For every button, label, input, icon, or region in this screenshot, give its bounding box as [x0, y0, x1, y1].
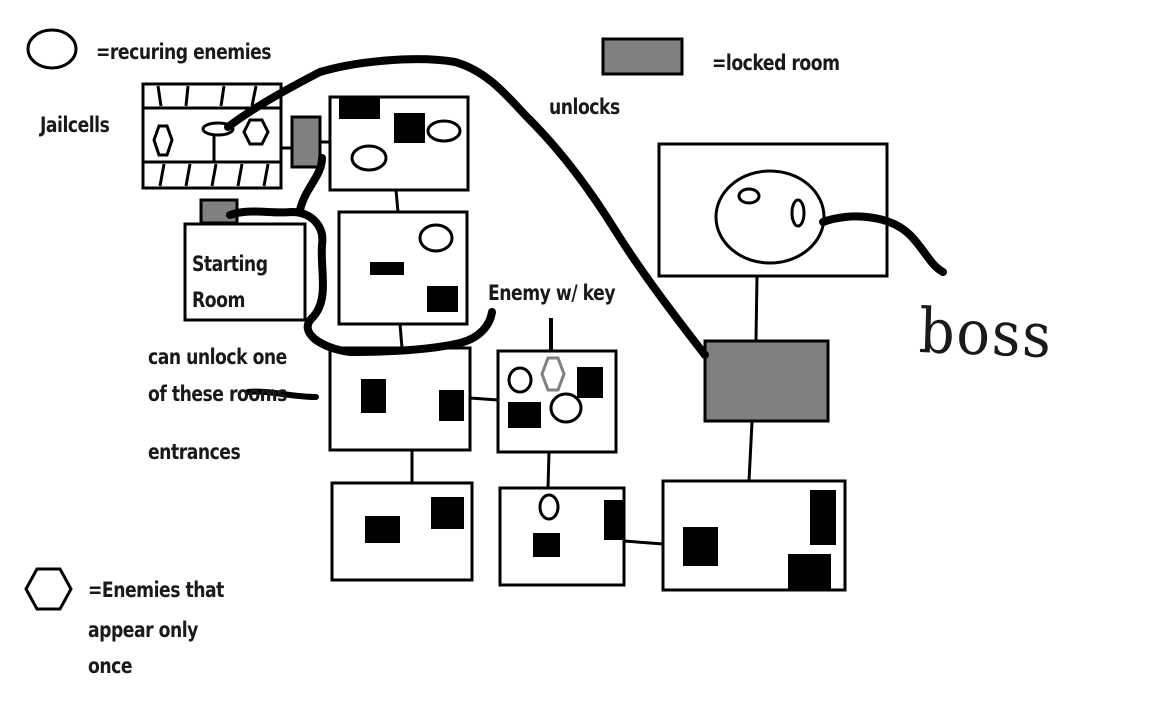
- unlocks-label: unlocks: [549, 95, 620, 119]
- key-enemy-hexagon: [540, 356, 566, 392]
- legend-locked-label: =locked room: [712, 51, 840, 75]
- room-center: [328, 346, 472, 452]
- recurring-enemy-circle: [201, 121, 235, 137]
- recurring-enemy-circle: [418, 223, 454, 253]
- connector-middle-center: [398, 323, 404, 349]
- room-key-enemy: [496, 349, 618, 454]
- boss-enemy-circle: [714, 169, 826, 265]
- legend-once-enemy-hexagon: [24, 567, 73, 611]
- jailcells-room: [141, 82, 283, 190]
- entrance-block: [394, 113, 425, 143]
- entrance-block: [810, 490, 836, 545]
- entrance-block: [788, 554, 831, 590]
- legend-once-label-line2: appear only: [88, 618, 198, 642]
- room-middle: [337, 210, 469, 326]
- connector-keyroom-south: [546, 451, 551, 489]
- recurring-enemy-circle: [538, 493, 560, 521]
- connector-center-keyroom: [469, 396, 499, 402]
- once-enemy-hexagon: [242, 118, 270, 146]
- starting-room-label-line1: Starting: [192, 252, 268, 276]
- recurring-enemy-circle: [426, 119, 462, 143]
- entrance-block: [533, 533, 560, 557]
- legend-recurring-label: =recuring enemies: [96, 40, 272, 64]
- entrance-block: [577, 367, 603, 398]
- legend-once-label-line3: once: [88, 654, 133, 678]
- entrance-block: [427, 286, 458, 312]
- connector-north-middle: [394, 189, 400, 213]
- entrance-block: [365, 516, 400, 543]
- can-unlock-arrow: [245, 388, 319, 400]
- jailcells-label: Jailcells: [40, 113, 110, 137]
- entrance-block: [604, 500, 623, 540]
- legend-locked-room-swatch: [601, 37, 684, 76]
- connector-boss-locked: [754, 275, 759, 341]
- entrance-block: [508, 402, 541, 428]
- connector-south-southeast: [623, 539, 664, 546]
- locked-room: [703, 339, 830, 423]
- boss-pointer-stroke: [819, 212, 947, 276]
- room-connectors: [281, 140, 759, 546]
- can-unlock-label-line1: can unlock one: [148, 345, 287, 369]
- starting-room-label-line2: Room: [192, 288, 245, 312]
- legend-recurring-enemy-circle: [26, 28, 78, 70]
- can-unlock-label-line2: of these rooms: [148, 382, 287, 406]
- locked-door-east-of-jail: [290, 115, 322, 169]
- once-enemy-hexagon: [152, 124, 174, 157]
- recurring-enemy-circle: [350, 144, 388, 172]
- enemy-key-label: Enemy w/ key: [488, 281, 616, 305]
- connector-locked-southeast: [747, 421, 754, 482]
- entrance-block: [431, 497, 464, 529]
- starting-room: [183, 222, 307, 322]
- room-south-east: [661, 479, 847, 592]
- boss-label: boss: [917, 294, 1054, 373]
- entrance-block: [370, 262, 404, 275]
- recurring-enemy-circle: [549, 392, 583, 424]
- entrance-block: [683, 527, 718, 566]
- entrance-block: [339, 97, 380, 119]
- room-south-left: [330, 481, 474, 582]
- entrance-block: [439, 390, 464, 421]
- entrances-label: entrances: [148, 440, 241, 464]
- room-south-middle: [498, 486, 626, 587]
- entrance-block: [361, 379, 386, 413]
- jail-link-stroke: [296, 154, 326, 214]
- recurring-enemy-circle: [507, 366, 533, 394]
- legend-once-label-line1: =Enemies that: [88, 578, 224, 602]
- boss-room: [657, 142, 889, 278]
- loop-path-stroke: [226, 207, 496, 356]
- unlocks-path-stroke: [224, 55, 709, 359]
- room-north: [328, 95, 470, 192]
- path-strokes: [224, 55, 947, 359]
